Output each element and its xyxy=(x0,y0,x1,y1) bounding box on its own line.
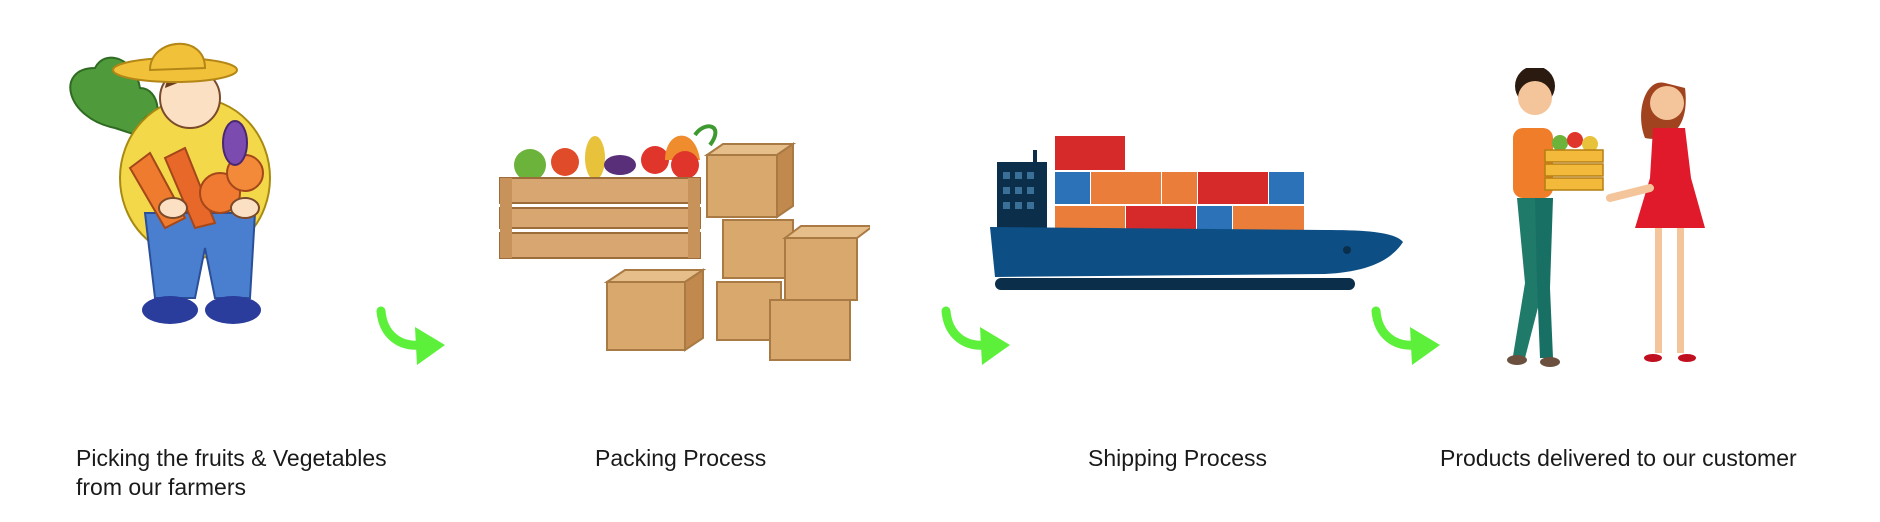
cargo-ship-illustration xyxy=(985,132,1405,292)
step-label-packing: Packing Process xyxy=(595,444,855,473)
step-label-delivered: Products delivered to our customer xyxy=(1440,444,1860,473)
curved-arrow-icon xyxy=(375,305,450,370)
delivery-customers-illustration xyxy=(1495,68,1750,368)
step-label-picking: Picking the fruits & Vegetables from our… xyxy=(76,444,436,502)
farmer-illustration xyxy=(55,28,335,338)
step-label-shipping: Shipping Process xyxy=(1088,444,1348,473)
curved-arrow-icon xyxy=(940,305,1015,370)
curved-arrow-icon xyxy=(1370,305,1445,370)
packing-illustration xyxy=(495,120,870,365)
